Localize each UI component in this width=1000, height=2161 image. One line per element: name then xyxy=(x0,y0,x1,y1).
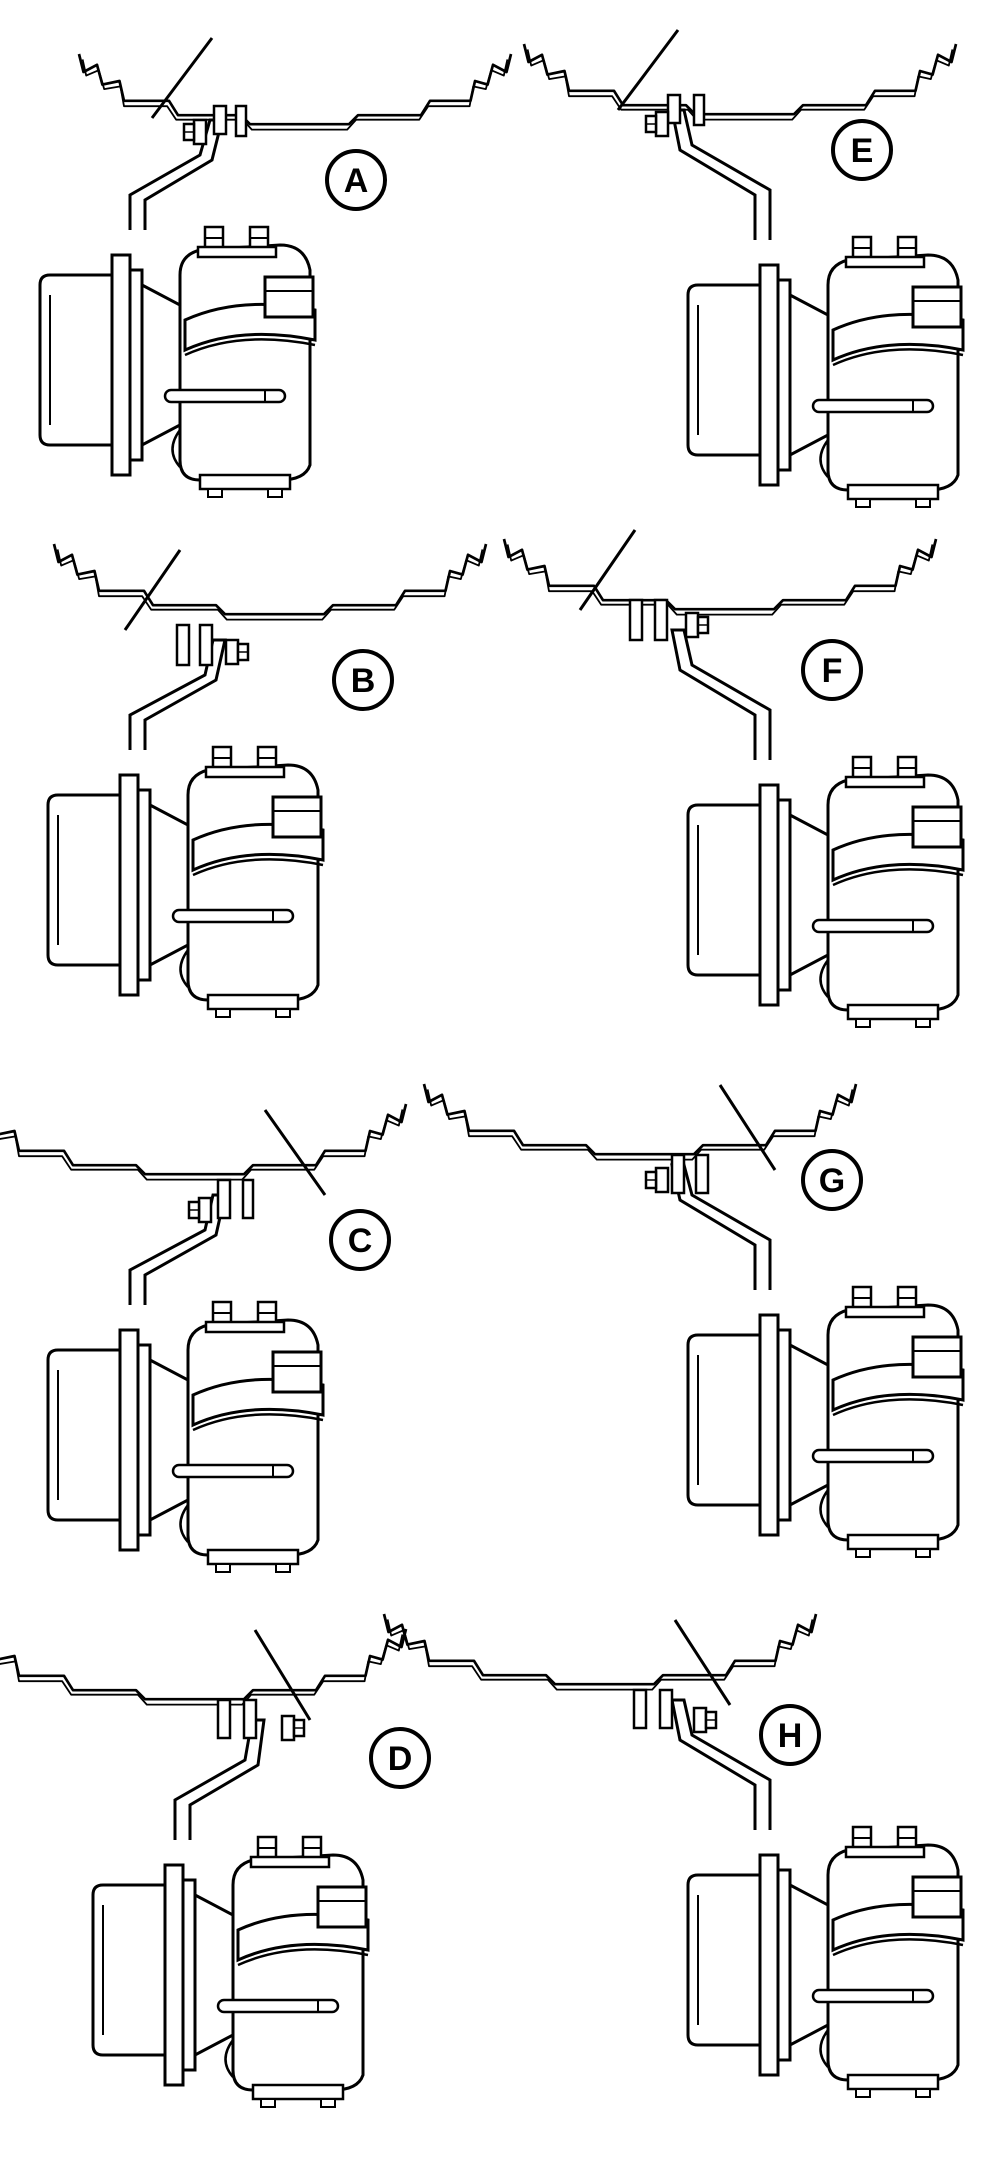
variant-g: G xyxy=(422,1082,965,1559)
label-g-circle xyxy=(801,1149,863,1211)
label-d: D xyxy=(388,1740,413,1778)
variant-h: H xyxy=(382,1612,965,2099)
label-e: E xyxy=(851,132,874,170)
label-f: F xyxy=(822,652,843,690)
label-f-circle xyxy=(801,639,863,701)
label-b-circle xyxy=(332,649,394,711)
variant-e: E xyxy=(522,29,965,509)
label-e-circle xyxy=(831,119,893,181)
label-h: H xyxy=(778,1717,803,1755)
label-h-circle xyxy=(759,1704,821,1766)
label-g: G xyxy=(819,1162,845,1200)
label-c-circle xyxy=(329,1209,391,1271)
label-b: B xyxy=(351,662,376,700)
variant-b: B xyxy=(46,542,488,1019)
label-a: A xyxy=(344,162,369,200)
label-a-circle xyxy=(325,149,387,211)
variant-f: F xyxy=(502,529,965,1029)
variant-c: C xyxy=(0,1102,408,1574)
variant-d: D xyxy=(0,1627,431,2109)
variant-a: A xyxy=(38,37,513,499)
label-d-circle xyxy=(369,1727,431,1789)
label-c: C xyxy=(348,1222,373,1260)
